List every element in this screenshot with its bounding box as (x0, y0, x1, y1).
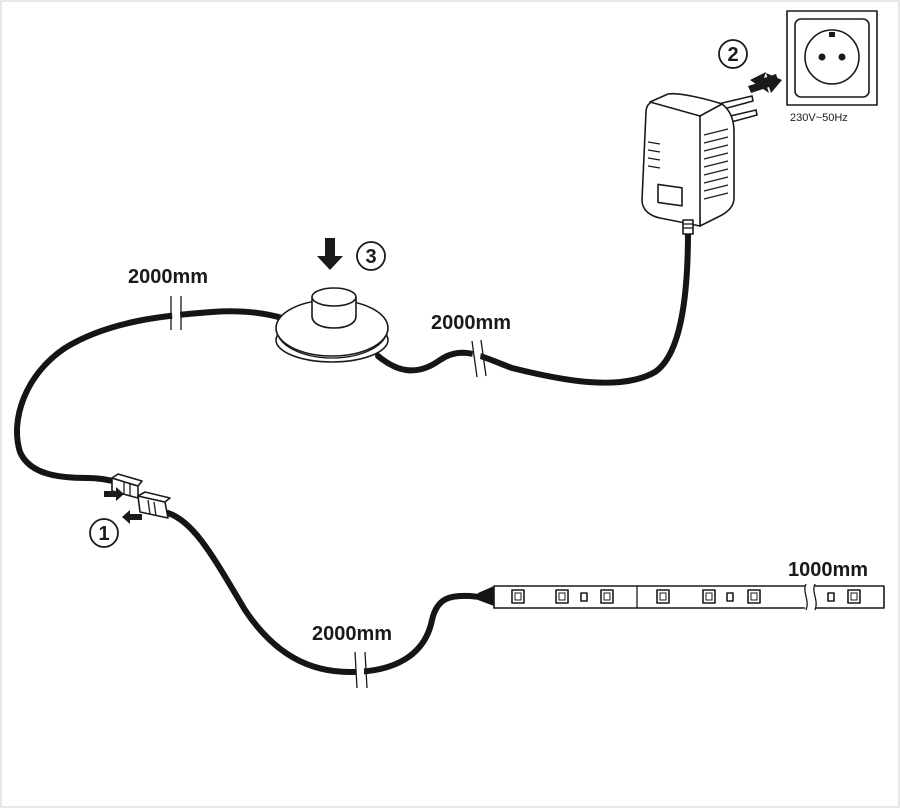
led-chip (555, 589, 569, 604)
step-1-number: 1 (98, 523, 109, 545)
led-strip-icon (478, 583, 885, 611)
cable-connector-to-strip (165, 510, 483, 675)
led-chip (747, 589, 761, 604)
step-3-number: 3 (365, 246, 376, 268)
step-1-badge: 1 (89, 518, 119, 548)
wall-socket-icon (786, 10, 878, 106)
resistor (726, 592, 734, 602)
push-arrow-right-icon (122, 510, 142, 524)
cable-break-top-right (469, 339, 487, 378)
led-chip (600, 589, 614, 604)
push-arrow-left-icon (104, 487, 124, 501)
led-chip (511, 589, 525, 604)
led-chip (847, 589, 861, 604)
power-adapter-icon (641, 92, 758, 235)
cable-break-top-left (170, 296, 182, 330)
led-chip (702, 589, 716, 604)
cable-length-label-bottom: 2000mm (312, 623, 392, 645)
foot-switch-icon (275, 287, 389, 363)
cable-length-label-top-left: 2000mm (128, 266, 208, 288)
strip-connector-icon (111, 473, 171, 519)
cable-switch-to-connector (14, 308, 285, 485)
arrow-to-socket-icon (748, 73, 782, 93)
step-3-badge: 3 (356, 241, 386, 271)
resistor (580, 592, 588, 602)
press-arrow-icon (317, 238, 343, 270)
cable-length-label-top-right: 2000mm (431, 312, 511, 334)
voltage-label: 230V~50Hz (790, 112, 848, 124)
led-chip (656, 589, 670, 604)
cable-break-bottom (354, 651, 368, 689)
step-2-badge: 2 (718, 39, 748, 69)
cable-adapter-to-switch (375, 229, 691, 386)
strip-length-label: 1000mm (788, 559, 868, 581)
step-2-number: 2 (727, 44, 738, 66)
resistor (827, 592, 835, 602)
strip-end-cap (478, 586, 494, 606)
